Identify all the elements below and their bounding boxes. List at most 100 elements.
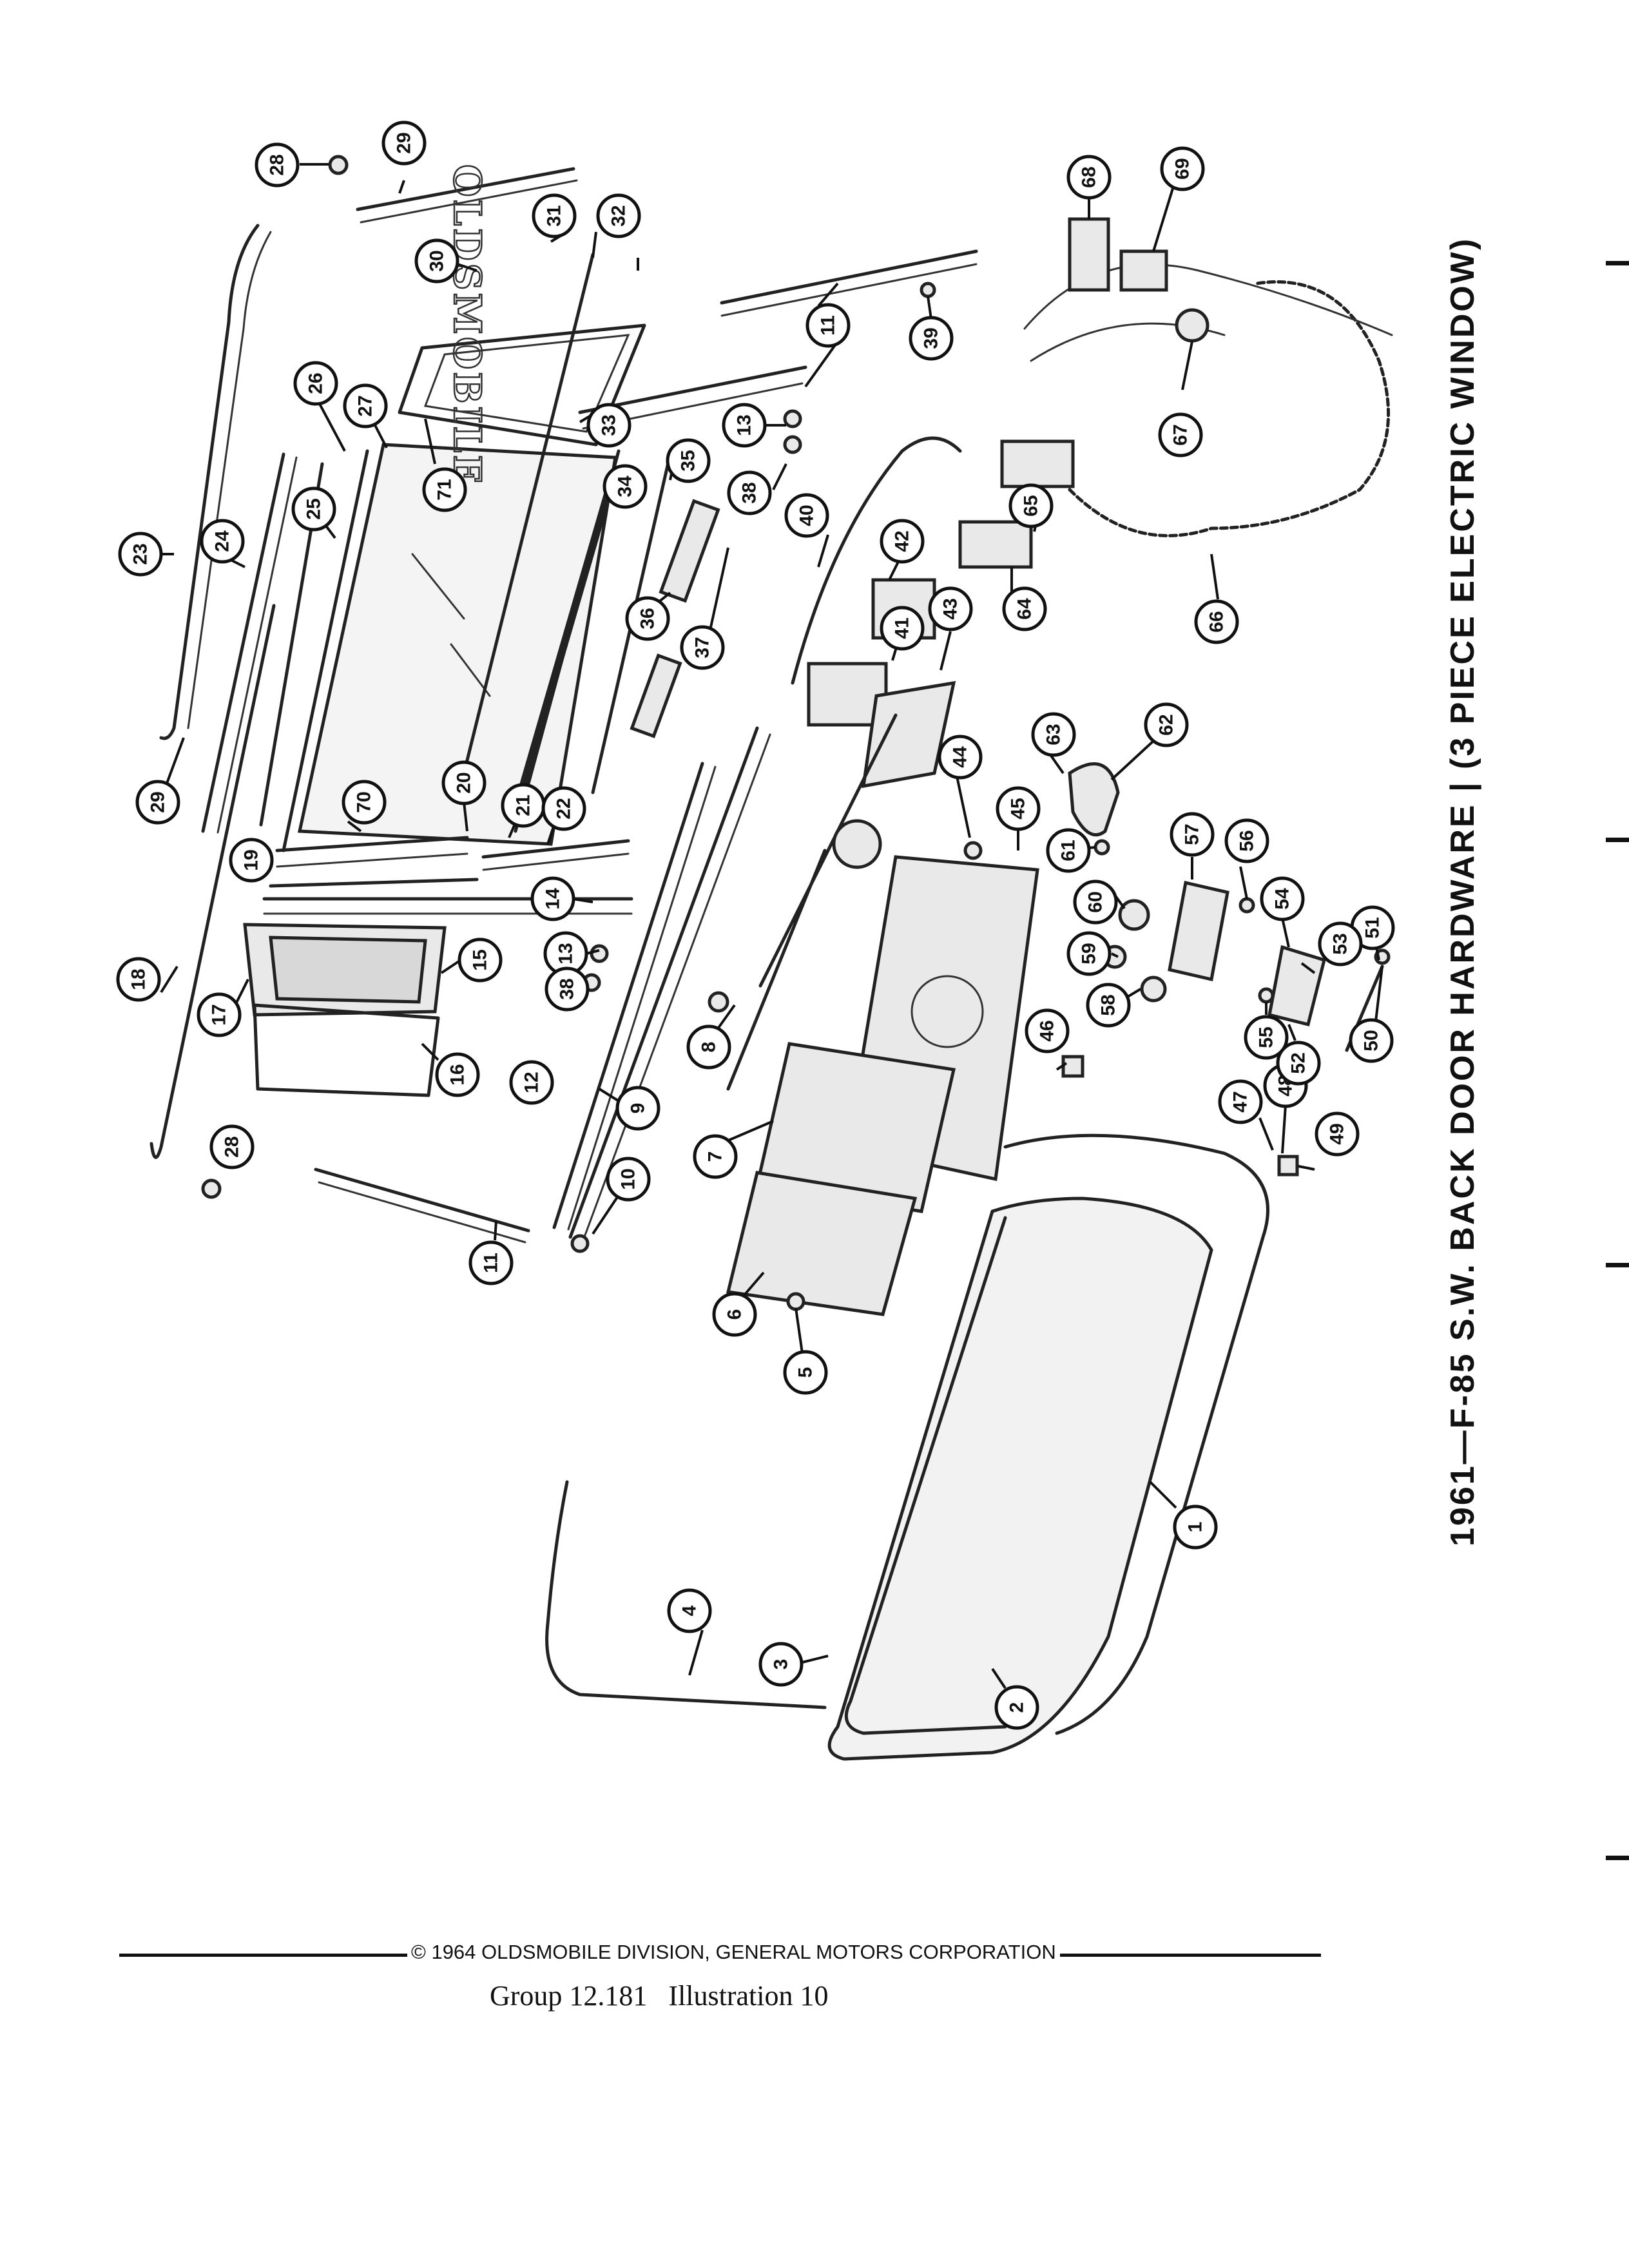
- copyright-notice: © 1964 OLDSMOBILE DIVISION, GENERAL MOTO…: [407, 1941, 1060, 1964]
- callout-15: 15: [458, 937, 503, 983]
- svg-text:13: 13: [734, 414, 755, 436]
- callout-62: 62: [1144, 702, 1189, 747]
- part-bolt-8: [708, 991, 729, 1013]
- callout-69: 69: [1160, 146, 1205, 191]
- svg-text:58: 58: [1098, 994, 1119, 1015]
- callout-61: 61: [1046, 828, 1091, 873]
- part-screw-61: [1094, 839, 1110, 856]
- callout-58: 58: [1086, 983, 1131, 1028]
- svg-text:10: 10: [618, 1168, 639, 1189]
- callout-64: 64: [1002, 586, 1047, 631]
- part-strip-18: [149, 604, 276, 1159]
- svg-text:13: 13: [555, 943, 577, 964]
- callout-36: 36: [625, 596, 670, 641]
- svg-text:28: 28: [267, 154, 288, 175]
- callout-31: 31: [532, 193, 577, 238]
- callout-33: 33: [586, 403, 631, 448]
- svg-text:64: 64: [1014, 598, 1036, 620]
- callout-57: 57: [1170, 812, 1215, 857]
- callout-28a: 28: [255, 142, 300, 187]
- illustration-caption: Group 12.181 Illustration 10: [490, 1980, 829, 2012]
- part-handle-62: [1068, 762, 1120, 837]
- svg-text:17: 17: [209, 1004, 230, 1025]
- svg-text:53: 53: [1330, 933, 1351, 954]
- svg-text:11: 11: [818, 315, 839, 336]
- svg-text:70: 70: [354, 791, 375, 812]
- callout-37: 37: [680, 625, 725, 670]
- svg-text:2: 2: [1007, 1702, 1028, 1713]
- part-rail-32: [462, 253, 595, 775]
- svg-text:41: 41: [892, 617, 913, 639]
- callout-38b: 38: [545, 966, 590, 1012]
- callout-45: 45: [996, 786, 1041, 831]
- svg-text:63: 63: [1043, 724, 1065, 745]
- callout-53: 53: [1318, 921, 1363, 966]
- svg-text:66: 66: [1206, 611, 1228, 632]
- callout-66: 66: [1194, 599, 1239, 644]
- svg-text:36: 36: [637, 608, 659, 629]
- part-latch-54: [1268, 945, 1327, 1027]
- part-regulator-arm: [726, 713, 898, 1091]
- svg-text:57: 57: [1182, 823, 1203, 845]
- callout-19: 19: [229, 838, 274, 883]
- svg-text:25: 25: [304, 498, 325, 519]
- svg-text:45: 45: [1008, 798, 1029, 819]
- part-clip-28b: [201, 1178, 222, 1199]
- oldsmobile-emblem: OLDSMOBILE: [445, 164, 489, 486]
- part-connector-67: [1175, 308, 1210, 343]
- svg-text:11: 11: [481, 1253, 502, 1273]
- callout-49: 49: [1315, 1111, 1360, 1157]
- callout-18: 18: [116, 957, 161, 1002]
- edge-mark-bottom: [1606, 1856, 1629, 1860]
- part-screw-13b: [590, 944, 609, 963]
- callout-44: 44: [938, 735, 983, 780]
- part-knob-60: [1118, 899, 1150, 931]
- svg-text:26: 26: [305, 372, 327, 394]
- callout-50: 50: [1349, 1018, 1394, 1063]
- svg-text:54: 54: [1272, 888, 1293, 910]
- part-switch-68: [1068, 217, 1110, 292]
- page-title: 1961—F-85 S.W. BACK DOOR HARDWARE | (3 P…: [1444, 236, 1481, 1546]
- callout-23: 23: [118, 532, 163, 577]
- callout-34: 34: [602, 464, 648, 509]
- svg-text:18: 18: [128, 968, 149, 990]
- edge-mark-middle: [1606, 838, 1629, 842]
- callout-40: 40: [784, 493, 829, 538]
- callout-5: 5: [783, 1350, 828, 1395]
- svg-text:61: 61: [1058, 840, 1079, 861]
- svg-text:16: 16: [447, 1064, 468, 1085]
- svg-text:29: 29: [394, 132, 415, 153]
- callout-20: 20: [441, 760, 487, 805]
- part-panel-6: [726, 1171, 918, 1316]
- callout-59: 59: [1066, 931, 1112, 976]
- callout-27: 27: [343, 383, 388, 428]
- part-frame-16: [253, 1003, 440, 1097]
- part-lock-57: [1168, 880, 1229, 982]
- callout-30: 30: [414, 238, 459, 284]
- part-bumper-46: [1061, 1055, 1084, 1078]
- svg-text:23: 23: [130, 543, 151, 564]
- part-channel-26: [282, 449, 369, 852]
- callout-46: 46: [1025, 1008, 1070, 1053]
- svg-text:19: 19: [241, 849, 262, 870]
- part-channel-19: [269, 878, 479, 888]
- callout-55: 55: [1244, 1015, 1289, 1060]
- svg-text:8: 8: [699, 1042, 720, 1053]
- part-bracket-36a: [659, 499, 720, 603]
- svg-text:38: 38: [739, 482, 760, 503]
- part-clip-58: [1140, 975, 1167, 1003]
- callout-54: 54: [1260, 876, 1305, 921]
- svg-text:37: 37: [692, 637, 713, 658]
- callout-7: 7: [693, 1134, 738, 1179]
- svg-text:62: 62: [1156, 714, 1177, 735]
- callout-67: 67: [1158, 412, 1203, 457]
- svg-text:69: 69: [1172, 158, 1193, 179]
- callout-29a: 29: [381, 120, 427, 166]
- svg-text:34: 34: [615, 476, 636, 497]
- callout-52: 52: [1276, 1041, 1321, 1086]
- callout-56: 56: [1224, 818, 1269, 863]
- svg-text:67: 67: [1170, 424, 1191, 445]
- callout-41: 41: [880, 606, 925, 651]
- part-hinge-64: [958, 520, 1033, 569]
